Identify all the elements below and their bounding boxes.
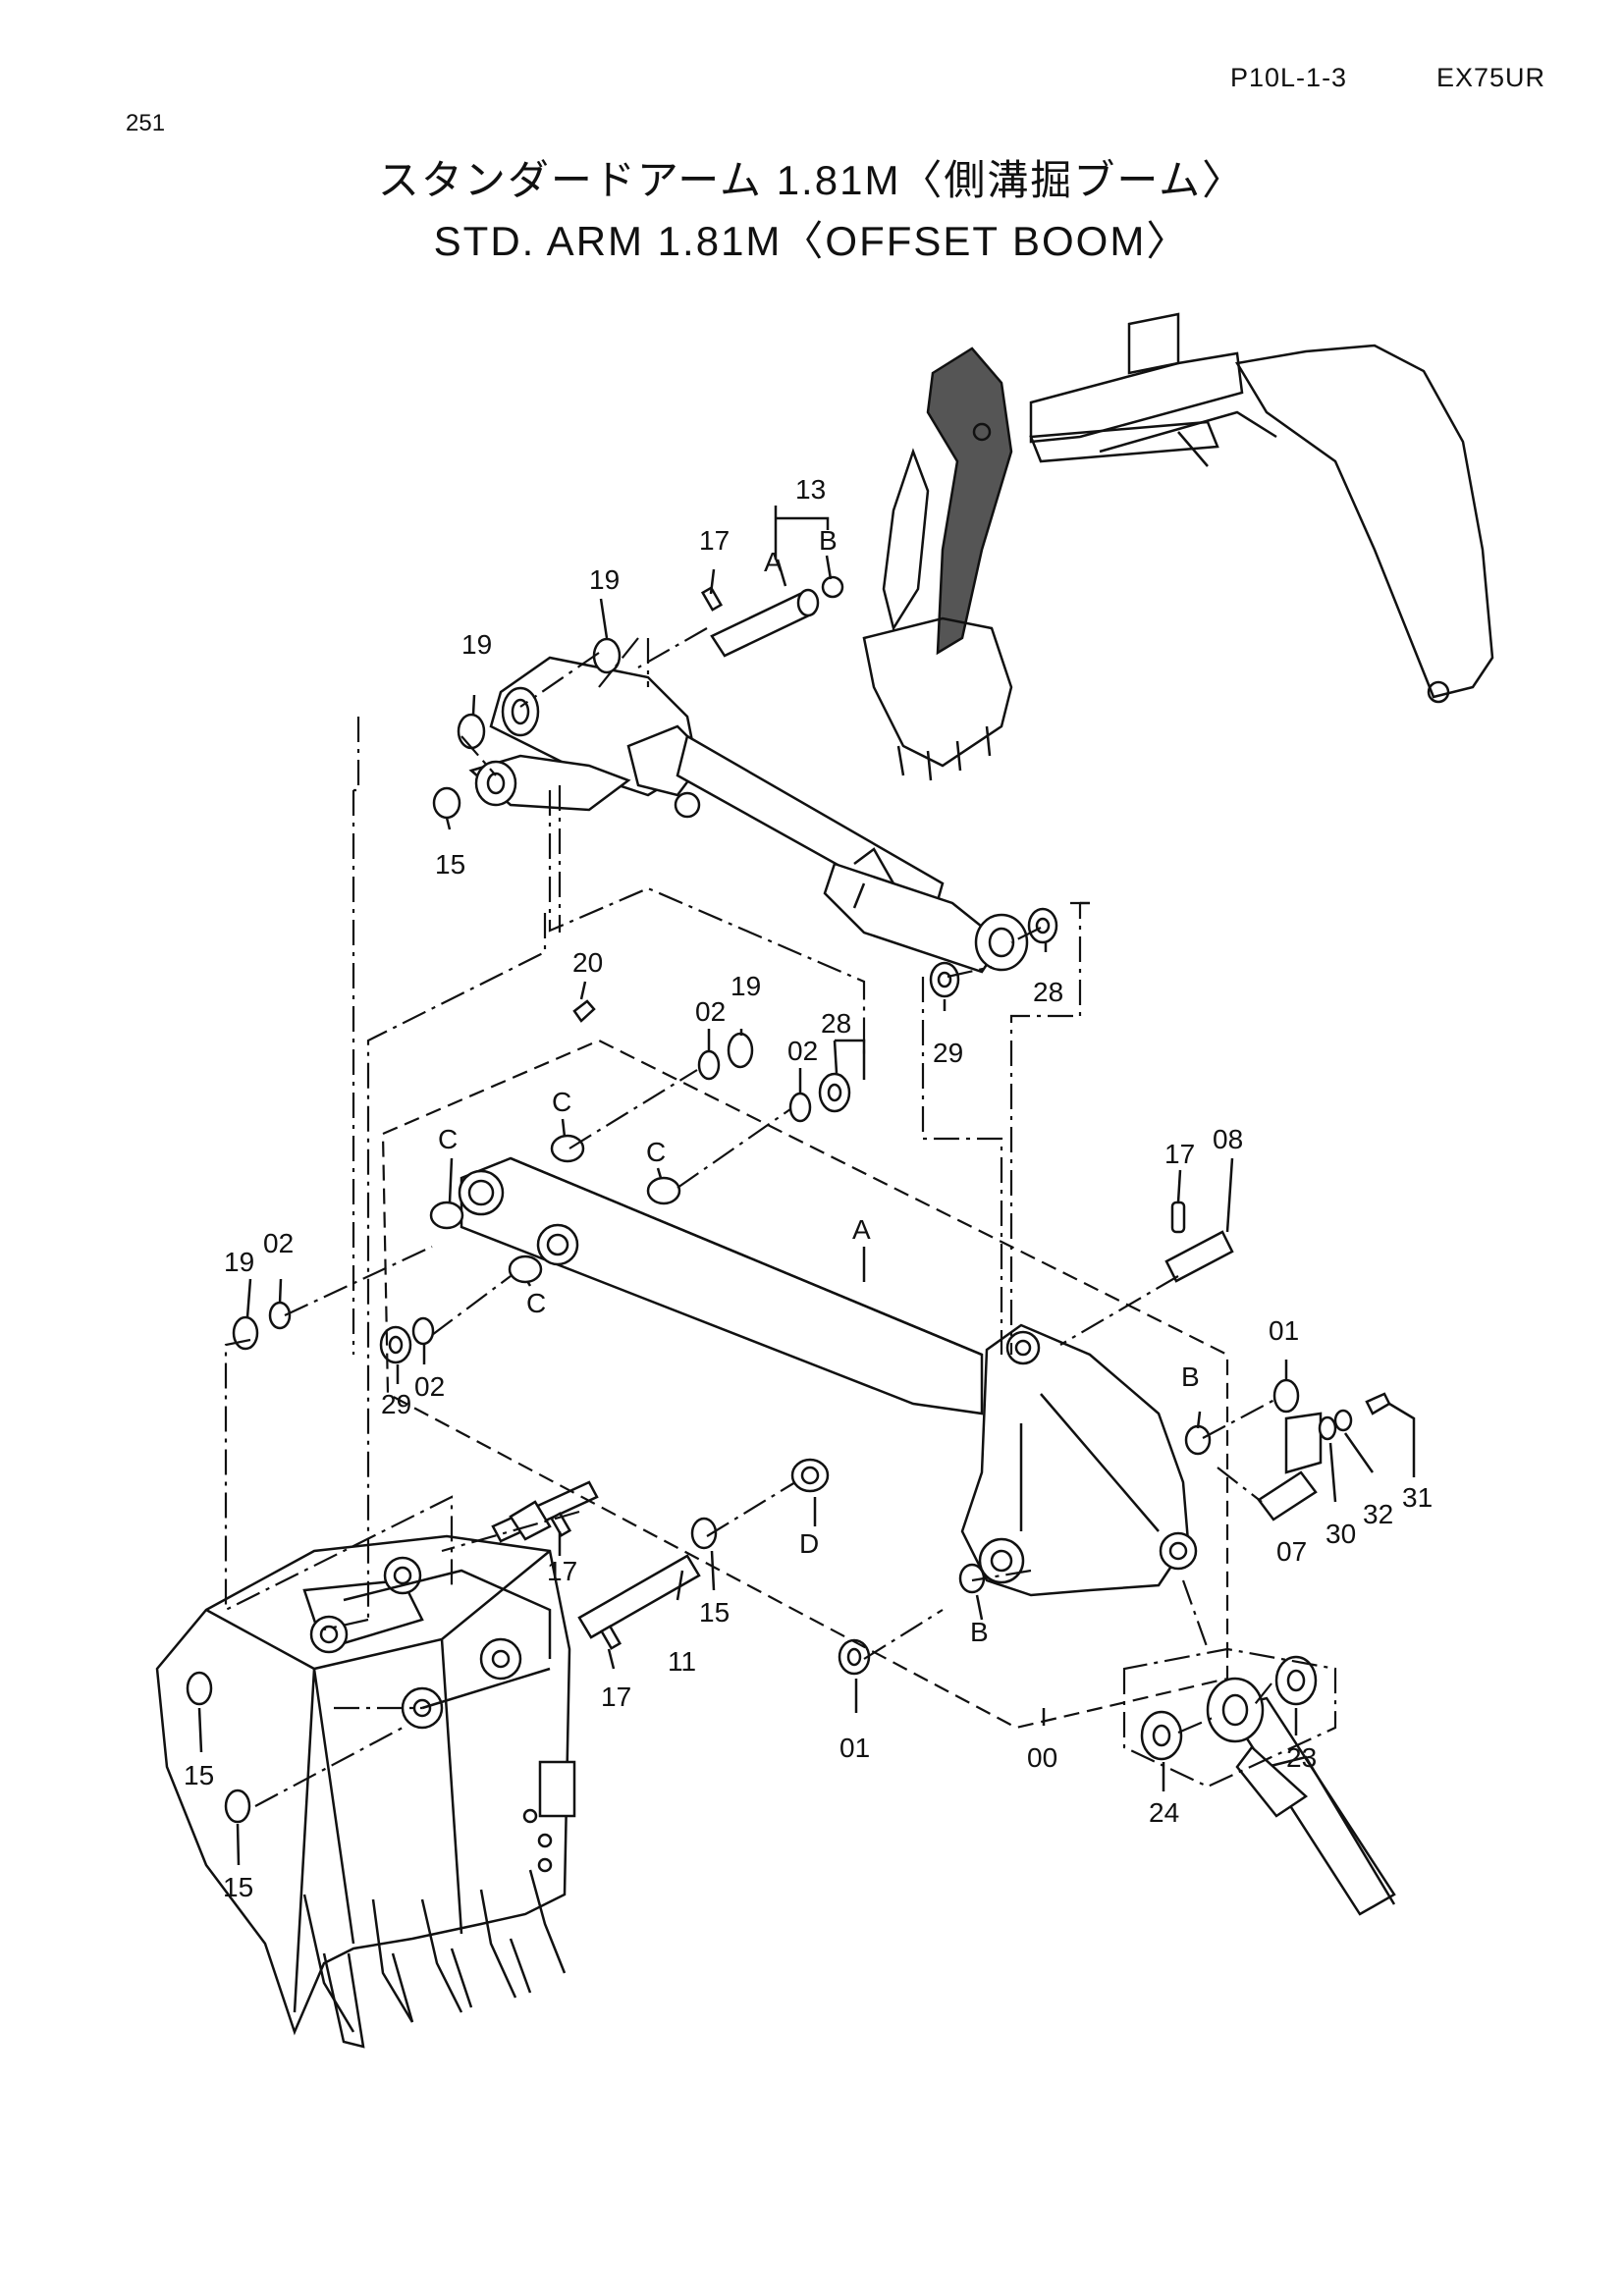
callout-19-a: 19 xyxy=(589,564,620,595)
callout-A-top: A xyxy=(764,547,783,577)
small-parts xyxy=(186,575,1391,1824)
bucket-illustration xyxy=(155,1534,576,2049)
callout-30: 30 xyxy=(1325,1519,1356,1549)
callout-00: 00 xyxy=(1027,1742,1057,1773)
title-english: STD. ARM 1.81M〈OFFSET BOOM〉 xyxy=(433,218,1190,264)
callout-32: 32 xyxy=(1363,1499,1393,1529)
reference-dashed-lines xyxy=(224,627,1337,1807)
callout-15-top: 15 xyxy=(435,849,465,880)
callout-B-bottom: B xyxy=(970,1617,989,1647)
callout-15-left-1: 15 xyxy=(184,1760,214,1790)
page-code: P10L-1-3 xyxy=(1230,63,1348,92)
callout-02-d: 02 xyxy=(414,1371,445,1402)
callout-29-b: 29 xyxy=(381,1389,411,1419)
callout-B-right: B xyxy=(1181,1362,1200,1392)
callout-leaders xyxy=(197,506,1416,1866)
callout-C-2: C xyxy=(646,1137,666,1167)
callout-C-1: C xyxy=(552,1087,571,1117)
callout-15-left-2: 15 xyxy=(223,1872,253,1902)
callout-19-d: 19 xyxy=(224,1247,254,1277)
callout-17-b: 17 xyxy=(547,1556,577,1586)
callout-28-a: 28 xyxy=(821,1008,851,1039)
callout-A-arm: A xyxy=(852,1214,871,1245)
callout-17-top: 17 xyxy=(699,525,730,556)
callout-29-a: 29 xyxy=(933,1038,963,1068)
callout-02-b: 02 xyxy=(787,1036,818,1066)
callout-C-4: C xyxy=(526,1288,546,1318)
callout-23: 23 xyxy=(1286,1742,1317,1773)
callout-labels: 13 A B 17 19 19 15 20 02 19 28 02 28 29 … xyxy=(184,474,1433,1902)
link-and-cylinder-illustration xyxy=(468,656,1029,974)
callout-28-b: 28 xyxy=(1033,977,1063,1007)
callout-15-mid: 15 xyxy=(699,1597,730,1628)
callout-07: 07 xyxy=(1276,1536,1307,1567)
callout-31: 31 xyxy=(1402,1482,1433,1513)
arm-illustration xyxy=(458,1156,1198,1597)
callout-17-c: 17 xyxy=(601,1682,631,1712)
callout-08: 08 xyxy=(1213,1124,1243,1154)
callout-17-right: 17 xyxy=(1164,1139,1195,1169)
callout-24: 24 xyxy=(1149,1797,1179,1828)
callout-D: D xyxy=(799,1528,819,1559)
callout-B-top: B xyxy=(819,525,838,556)
page-number: 251 xyxy=(126,110,166,136)
title-japanese: スタンダードアーム 1.81M〈側溝掘ブーム〉 xyxy=(377,157,1246,203)
callout-19-c: 19 xyxy=(730,971,761,1001)
callout-02-c: 02 xyxy=(263,1228,294,1258)
model-code: EX75UR xyxy=(1436,63,1546,92)
callout-19-b: 19 xyxy=(461,629,492,660)
callout-20: 20 xyxy=(572,947,603,978)
boom-cylinder-end-illustration xyxy=(1206,1677,1396,1916)
callout-01-b: 01 xyxy=(839,1733,870,1763)
callout-C-3: C xyxy=(438,1124,458,1154)
callout-01-a: 01 xyxy=(1269,1315,1299,1346)
callout-13: 13 xyxy=(795,474,826,505)
machine-overview-illustration xyxy=(862,312,1494,781)
callout-11: 11 xyxy=(668,1646,696,1677)
callout-02-a: 02 xyxy=(695,996,726,1027)
